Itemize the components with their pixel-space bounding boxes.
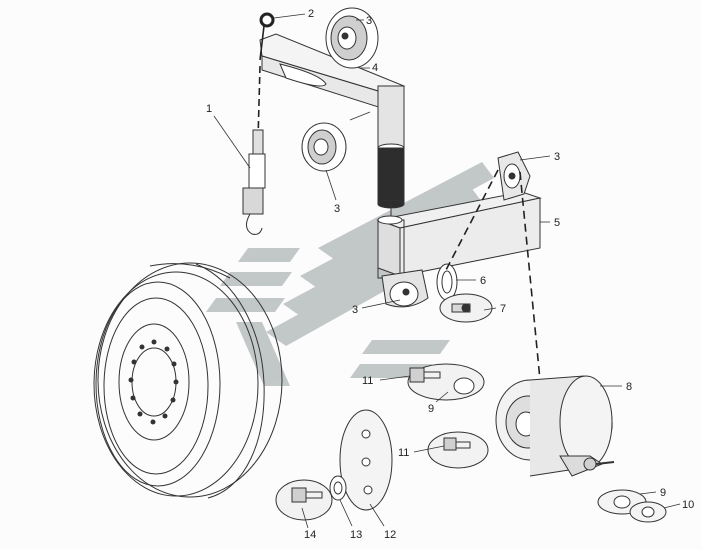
callout-3-bottom: 3 <box>352 304 358 316</box>
leader-lines <box>213 13 681 529</box>
wheel-stud-holes <box>128 339 179 425</box>
callout-7: 7 <box>500 303 506 315</box>
callout-3-top: 3 <box>366 15 372 27</box>
callout-13: 13 <box>350 529 362 541</box>
callout-12: 12 <box>384 529 396 541</box>
pin <box>439 293 493 323</box>
cable-path <box>445 169 541 381</box>
washer-13 <box>329 475 347 501</box>
callout-9-lower: 9 <box>660 487 666 499</box>
nut-10 <box>629 501 667 523</box>
callout-11-lower: 11 <box>398 447 409 459</box>
callout-9-upper: 9 <box>428 403 434 415</box>
callout-4: 4 <box>372 62 378 74</box>
callout-labels: 1 2 3 4 3 3 5 6 3 7 8 11 9 11 9 10 12 13… <box>206 8 694 541</box>
callout-5: 5 <box>554 217 560 229</box>
lower-arm <box>376 191 542 279</box>
pulley-sheave-top <box>325 7 379 69</box>
callout-3-right: 3 <box>554 151 560 163</box>
callout-8: 8 <box>626 381 632 393</box>
cable <box>257 12 275 141</box>
callout-1: 1 <box>206 103 212 115</box>
bolt-washer-upper <box>407 363 485 401</box>
wheel <box>93 262 283 499</box>
callout-3-middle: 3 <box>334 203 340 215</box>
bolt-14 <box>275 479 333 521</box>
callout-2: 2 <box>308 8 314 20</box>
callout-14: 14 <box>304 529 316 541</box>
winch-drum <box>495 375 615 477</box>
callout-11-upper: 11 <box>362 375 373 387</box>
clevis-sheave-bottom <box>381 269 429 308</box>
spacer-ring <box>436 263 458 301</box>
callout-6: 6 <box>480 275 486 287</box>
callout-10: 10 <box>682 499 694 511</box>
bolt-washer-lower <box>427 431 489 469</box>
pulley-sheave-middle <box>301 122 347 172</box>
upper-arm-bracket <box>259 33 406 209</box>
turnbuckle <box>242 129 266 235</box>
mounting-plate <box>339 409 393 511</box>
